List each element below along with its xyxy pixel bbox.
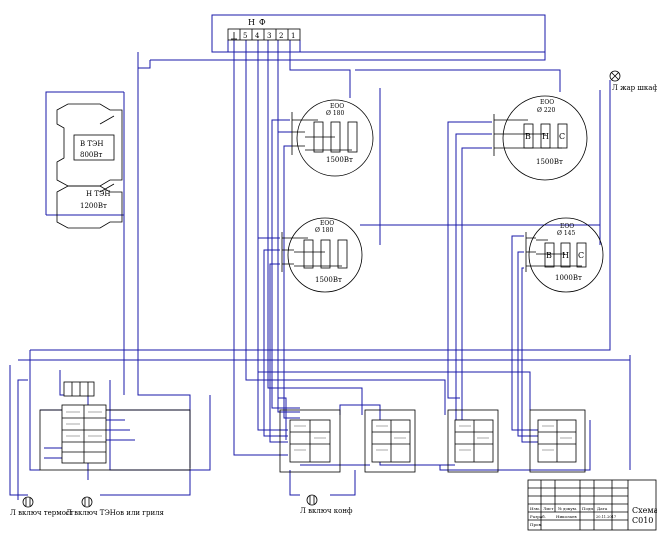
- burner-switch-4: [529, 409, 586, 473]
- cabinet-lamp-label: Л жар шкафа: [612, 84, 657, 92]
- title-developer: Николаев: [556, 514, 577, 519]
- burner-2-coil-b: В: [525, 132, 531, 141]
- terminal-neutral-label: Н: [248, 18, 255, 27]
- burner-2: ЕОО Ø 220 В Н С 1500Вт: [493, 95, 588, 181]
- title-col-sign: Подп.: [582, 506, 594, 511]
- title-col-date: Дата: [597, 506, 608, 511]
- thermostat-lamp: Л включ термост: [10, 496, 74, 517]
- burner-1-power: 1500Вт: [326, 156, 353, 164]
- cabinet-lamp: Л жар шкафа: [609, 70, 657, 92]
- bottom-heater-power: 1200Вт: [80, 202, 107, 210]
- wires: [9, 14, 631, 500]
- terminal-block: Н Ф 5 4 3 2 1: [227, 18, 301, 41]
- burner-3-power: 1500Вт: [315, 276, 342, 284]
- burner-3-model: ЕОО: [320, 220, 334, 227]
- bottom-heater-outline: [56, 185, 123, 229]
- lamp-icon: [309, 496, 315, 504]
- burner-2-coil-n: Н: [542, 132, 549, 141]
- title-scheme: Схема: [632, 506, 657, 515]
- title-code: C010: [632, 516, 653, 525]
- heaters-lamp-label: Л включ ТЭНов или гриля: [66, 509, 165, 517]
- burner-lamp: Л включ конф: [300, 494, 353, 515]
- oven-heaters: В ТЭН 800Вт Н ТЭН 1200Вт: [56, 103, 123, 229]
- thermostat-lamp-label: Л включ термост: [10, 509, 74, 517]
- heaters-lamp: Л включ ТЭНов или гриля: [66, 496, 165, 517]
- terminal-pin-4: 4: [255, 32, 260, 40]
- burner-lamp-label: Л включ конф: [300, 507, 353, 515]
- burner-4-model: ЕОО: [560, 223, 574, 230]
- lamp-icon: [25, 498, 31, 506]
- terminal-phase-label: Ф: [259, 18, 266, 27]
- ground-icon: [231, 32, 237, 40]
- burner-4-coil-s: С: [578, 251, 584, 260]
- title-col-doc: № докум.: [558, 506, 577, 511]
- burner-4-diameter: Ø 145: [557, 230, 575, 237]
- burner-1-diameter: Ø 180: [326, 110, 344, 117]
- title-role-developed: Разраб.: [530, 514, 546, 519]
- terminal-pin-5: 5: [243, 32, 247, 40]
- burner-1-model: ЕОО: [330, 103, 344, 110]
- burner-switch-2: [364, 409, 416, 473]
- burner-4-coil-b: В: [546, 251, 552, 260]
- top-heater-power: 800Вт: [80, 151, 103, 159]
- burner-switch-3: [447, 409, 499, 473]
- burner-2-model: ЕОО: [540, 99, 554, 106]
- terminal-pin-1: 1: [291, 32, 295, 40]
- burner-switch-1: [279, 409, 341, 473]
- title-role-checked: Пров.: [530, 522, 542, 527]
- top-heater-label: В ТЭН: [80, 140, 104, 148]
- title-block: Изм. Лист № докум. Подп. Дата Разраб. Ни…: [527, 479, 657, 531]
- oven-switch: [39, 381, 191, 471]
- burner-3-diameter: Ø 180: [315, 227, 333, 234]
- burner-1: ЕОО Ø 180 1500Вт: [291, 99, 374, 177]
- burner-2-diameter: Ø 220: [537, 107, 555, 114]
- bottom-heater-label: Н ТЭН: [86, 190, 110, 198]
- terminal-pin-3: 3: [267, 32, 271, 40]
- burner-4-coil-n: Н: [562, 251, 569, 260]
- burner-2-coil-s: С: [559, 132, 565, 141]
- title-col-izm: Изм.: [530, 506, 540, 511]
- terminal-pin-2: 2: [279, 32, 283, 40]
- lamp-icon: [84, 498, 90, 506]
- lamp-cross-icon: [611, 72, 619, 80]
- burner-4-power: 1000Вт: [555, 274, 582, 282]
- title-date: 20.11.2017: [596, 515, 616, 519]
- burner-2-power: 1500Вт: [536, 158, 563, 166]
- burner-3: ЕОО Ø 180 1500Вт: [281, 217, 363, 293]
- title-col-list: Лист: [543, 506, 554, 511]
- burner-4: ЕОО Ø 145 В Н С 1000Вт: [525, 217, 604, 293]
